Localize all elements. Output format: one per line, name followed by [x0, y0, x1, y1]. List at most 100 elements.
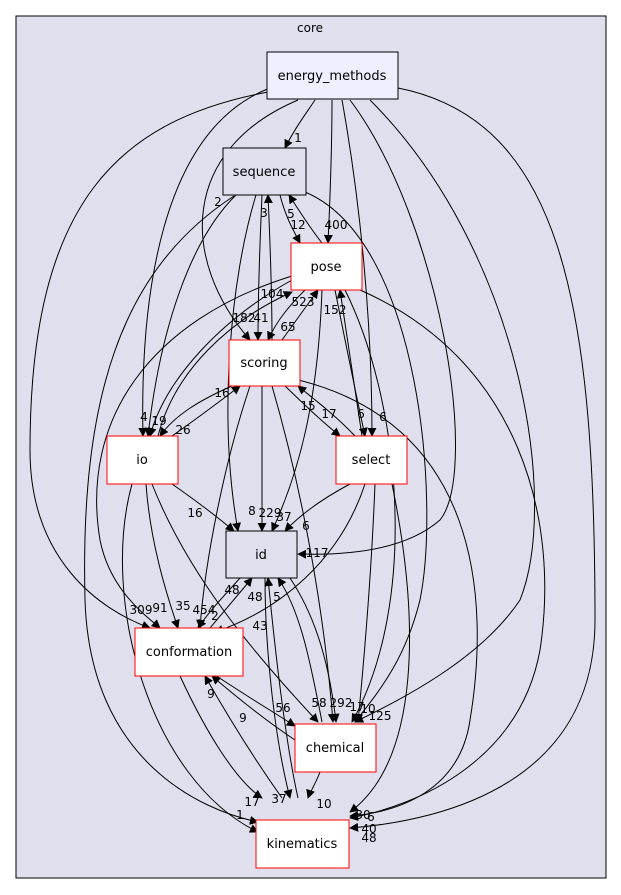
edge-label: 6 [379, 410, 387, 424]
edge-label: 229 [259, 506, 282, 520]
edge-label: 400 [325, 218, 348, 232]
edge-label: 1 [294, 131, 302, 145]
edge-label: 16 [214, 386, 229, 400]
edge-pose-id [271, 289, 323, 532]
edge-scoring-io [159, 385, 233, 437]
edge-label: 37 [276, 510, 291, 524]
edge-energy-methods-id [297, 99, 456, 559]
node-io[interactable]: io [106, 435, 179, 485]
edge-io-id [171, 483, 235, 532]
edge-label: 19 [151, 414, 166, 428]
edge-pose-conformation [96, 275, 293, 629]
edge-id-kinematics [264, 577, 293, 799]
edge-pose-scoring [267, 289, 306, 341]
edge-conformation-kinematics [179, 675, 263, 799]
edge-label: 152 [324, 303, 347, 317]
edge-label: 48 [224, 583, 239, 597]
edge-label: 91 [152, 601, 167, 615]
edge-energy-methods-select [341, 99, 377, 437]
edge-io-chemical [151, 483, 319, 723]
edge-label: 2 [214, 195, 222, 209]
edge-energy-methods-sequence [284, 99, 316, 149]
edge-label: 30 [355, 808, 370, 822]
edge-label: 12 [290, 218, 305, 232]
edge-conformation-chemical [214, 674, 296, 727]
edge-pose-chemical [344, 289, 396, 723]
edge-scoring-select [284, 385, 341, 437]
node-scoring[interactable]: scoring [228, 339, 301, 387]
edge-chemical-kinematics [306, 771, 321, 799]
edge-label: 5 [273, 590, 281, 604]
edge-label: 6 [357, 407, 365, 421]
node-kinematics[interactable]: kinematics [255, 819, 350, 869]
edge-label: 26 [175, 423, 190, 437]
edge-label: 35 [175, 599, 190, 613]
edges [29, 87, 596, 833]
edge-scoring-conformation [196, 385, 251, 629]
edge-label: 17 [244, 795, 259, 809]
node-label: io [136, 453, 148, 468]
edge-label: 65 [280, 320, 295, 334]
edge-energy-methods-conformation [29, 91, 269, 630]
node-id[interactable]: id [225, 530, 298, 579]
node-chemical[interactable]: chemical [294, 723, 377, 773]
edge-io-pose [157, 291, 293, 437]
edge-sequence-pose [279, 194, 301, 244]
node-conformation[interactable]: conformation [134, 627, 244, 677]
edge-label: 523 [292, 295, 315, 309]
edge-sequence-chemical [304, 191, 428, 723]
edge-sequence-kinematics [84, 195, 259, 825]
edge-label: 182 [233, 311, 256, 325]
edge-labels: 1 400 6 4 12 5 3 2 65 104 523 152 182 41… [130, 131, 392, 845]
edge-label: 56 [275, 701, 290, 715]
node-select[interactable]: select [335, 435, 408, 485]
edge-label: 6 [302, 519, 310, 533]
edge-chemical-id [277, 577, 323, 723]
edge-label: 17 [349, 700, 364, 714]
edge-label: 16 [187, 506, 202, 520]
edge-label: 17 [321, 407, 336, 421]
edge-pose-kinematics [349, 289, 546, 821]
edge-label: 58 [311, 696, 326, 710]
edge-select-kinematics [349, 483, 410, 813]
node-energy-methods[interactable]: energy_methods [266, 51, 399, 100]
edge-label: 454 [193, 603, 216, 617]
edge-label: 15 [300, 399, 315, 413]
edge-label: 117 [306, 546, 329, 560]
node-label: pose [311, 260, 342, 275]
edge-select-chemical [354, 483, 376, 723]
edge-label: 40 [361, 822, 376, 836]
edge-kinematics-conformation [204, 675, 283, 799]
edge-label: 4 [140, 410, 148, 424]
edge-label: 10 [360, 702, 375, 716]
edge-label: 41 [253, 311, 268, 325]
edge-select-conformation [214, 483, 366, 634]
edge-label: 8 [248, 504, 256, 518]
node-pose[interactable]: pose [290, 242, 363, 291]
edge-conformation-id [209, 577, 253, 629]
edge-label: 104 [261, 287, 284, 301]
edge-id-chemical [289, 577, 340, 723]
edge-energy-methods-kinematics [349, 87, 596, 832]
edge-kinematics-id [264, 577, 299, 799]
edge-chemical-conformation [211, 675, 296, 741]
edge-scoring-sequence [263, 194, 273, 341]
edge-label: 6 [367, 810, 375, 824]
node-label: chemical [306, 741, 364, 756]
node-sequence[interactable]: sequence [222, 147, 307, 196]
edge-pose-sequence [288, 194, 323, 244]
edge-label: 3 [260, 206, 268, 220]
edge-label: 37 [271, 792, 286, 806]
edge-select-pose [336, 289, 363, 437]
node-label: scoring [240, 356, 287, 371]
node-label: id [255, 548, 267, 563]
edge-energy-methods-scoring [201, 99, 299, 341]
edge-io-scoring [171, 385, 241, 437]
node-label: energy_methods [278, 69, 387, 84]
node-label: conformation [146, 645, 233, 660]
node-label: kinematics [267, 837, 338, 852]
edge-sequence-scoring [253, 194, 263, 341]
edge-io-conformation [145, 483, 180, 629]
edge-label: 292 [330, 696, 353, 710]
